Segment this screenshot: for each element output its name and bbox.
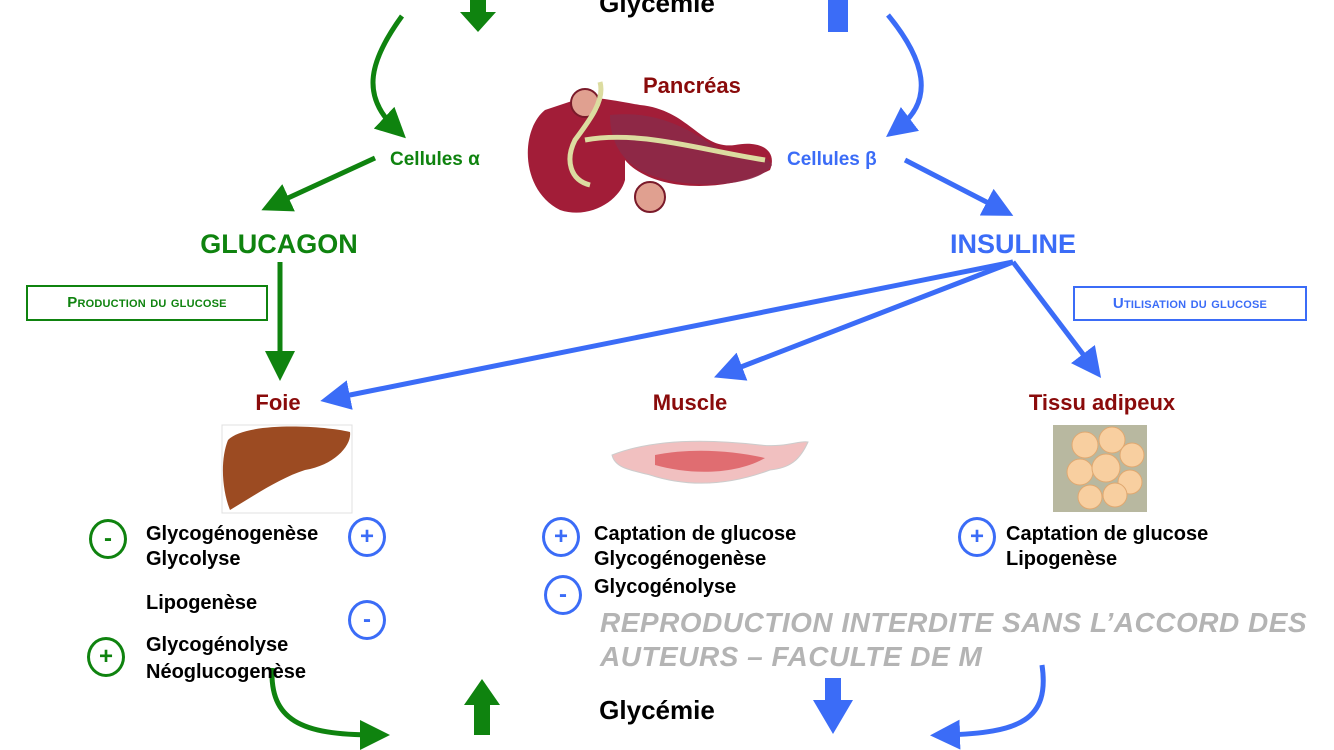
liver-process: Glycogénogenèse xyxy=(146,523,319,545)
muscle-process: Glycogénogenèse xyxy=(594,548,767,570)
alpha-to-glucagon-arrow xyxy=(261,155,377,212)
utilisation-glucose-box: Utilisation du glucose xyxy=(1073,286,1307,321)
green-curve-to-alpha xyxy=(370,14,406,139)
blue-curve-to-glycemia xyxy=(930,664,1046,750)
liver-process: Lipogenèse xyxy=(146,592,258,614)
adipose-process: Lipogenèse xyxy=(1006,548,1118,570)
glucagon-label: GLUCAGON xyxy=(200,229,358,259)
pancreas-image xyxy=(527,81,772,213)
insulin-to-muscle-arrow xyxy=(714,259,1014,381)
glycemia-label-bottom: Glycémie xyxy=(599,695,715,725)
muscle-insulin-minus-sign: - xyxy=(544,575,582,615)
adipose-tissue-image xyxy=(1053,425,1147,512)
insulin-to-adipose-arrow xyxy=(1011,260,1102,378)
muscle-insulin-plus-sign: + xyxy=(542,517,580,557)
glycemia-up-arrow-bottom xyxy=(464,679,500,735)
liver-process: Néoglucogenèse xyxy=(146,661,307,683)
liver-process: Glycogénolyse xyxy=(146,634,289,656)
watermark: REPRODUCTION INTERDITE SANS L’ACCORD DES… xyxy=(600,607,1308,672)
liver-insulin-plus-sign: + xyxy=(348,517,386,557)
muscle-image xyxy=(611,440,809,484)
muscle-label: Muscle xyxy=(652,390,728,415)
liver-image xyxy=(221,424,353,514)
muscle-process: Glycogénolyse xyxy=(594,576,737,598)
adipose-label: Tissu adipeux xyxy=(1028,390,1176,415)
beta-cells-label: Cellules β xyxy=(787,149,877,170)
beta-to-insulin-arrow xyxy=(903,157,1014,216)
production-glucose-box: Production du glucose xyxy=(26,285,268,321)
insulin-to-liver-arrow xyxy=(320,259,1014,410)
muscle-process: Captation de glucose xyxy=(594,523,797,545)
liver-glucagon-plus-sign: + xyxy=(87,637,125,677)
liver-label: Foie xyxy=(255,390,301,415)
alpha-cells-label: Cellules α xyxy=(390,149,480,170)
insulin-label: INSULINE xyxy=(949,229,1077,259)
green-curve-to-glycemia xyxy=(269,667,390,750)
glycemia-label-top: Glycémie xyxy=(599,0,715,18)
pancreas-label: Pancréas xyxy=(643,73,741,98)
liver-insulin-minus-sign: - xyxy=(348,600,386,640)
liver-process: Glycolyse xyxy=(146,548,241,570)
adipose-insulin-plus-sign: + xyxy=(958,517,996,557)
glycemia-down-arrow-bottom xyxy=(813,678,853,734)
adipose-process: Captation de glucose xyxy=(1006,523,1209,545)
glycemia-down-bar-top xyxy=(828,0,848,32)
blue-curve-to-beta xyxy=(886,13,924,138)
glycemia-up-arrow-top xyxy=(460,0,496,32)
liver-glucagon-minus-sign: - xyxy=(89,519,127,559)
